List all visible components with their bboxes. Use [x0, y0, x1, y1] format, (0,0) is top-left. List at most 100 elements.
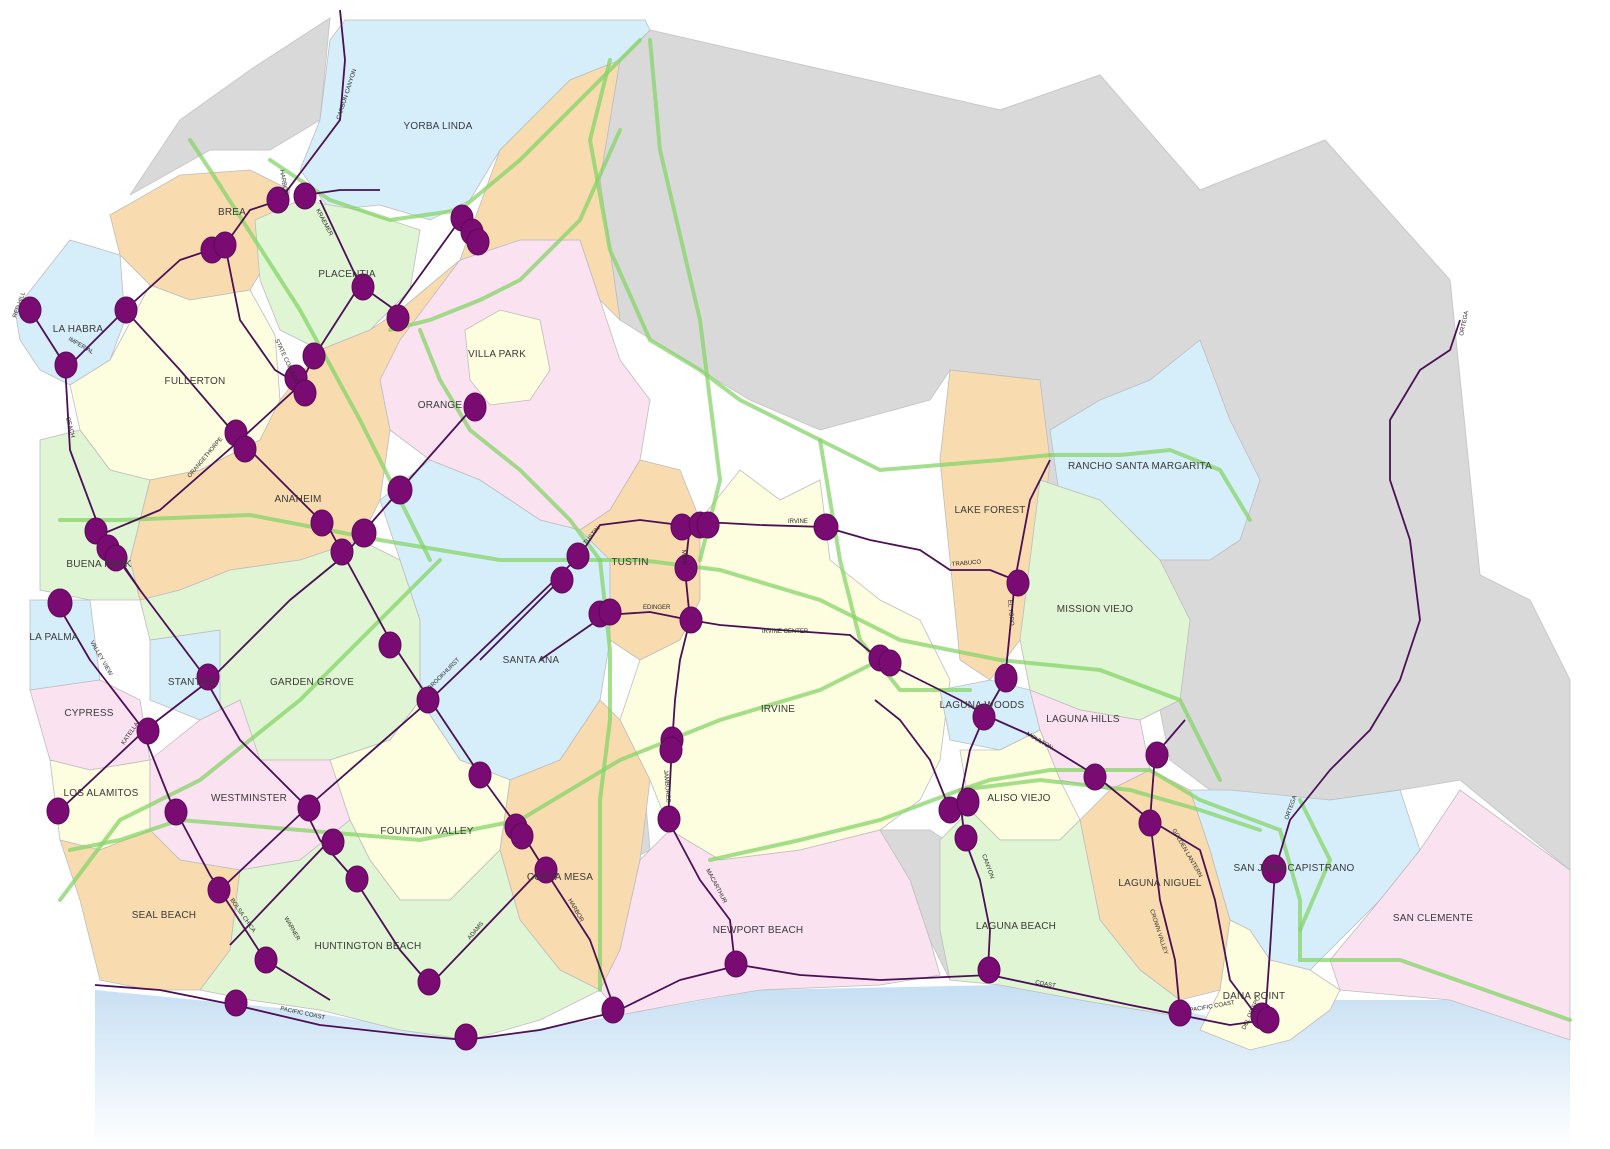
marker[interactable]	[1168, 999, 1192, 1027]
marker[interactable]	[136, 717, 160, 745]
city-label: ANAHEIM	[275, 494, 322, 505]
marker[interactable]	[293, 182, 317, 210]
dana-point-area	[1199, 919, 1341, 1051]
marker[interactable]	[233, 435, 257, 463]
marker[interactable]	[566, 542, 590, 570]
marker[interactable]	[104, 544, 128, 572]
city-label: LAGUNA WOODS	[940, 700, 1025, 711]
marker[interactable]	[1261, 854, 1287, 884]
marker[interactable]	[47, 588, 73, 618]
villa-park-area	[464, 309, 551, 406]
marker[interactable]	[114, 296, 138, 324]
marker[interactable]	[416, 686, 440, 714]
marker[interactable]	[598, 598, 622, 626]
marker[interactable]	[164, 798, 188, 826]
marker[interactable]	[1256, 1006, 1280, 1034]
marker[interactable]	[454, 1023, 478, 1051]
marker[interactable]	[659, 736, 683, 764]
marker[interactable]	[972, 703, 996, 731]
city-label: LAGUNA BEACH	[976, 921, 1056, 932]
markers[interactable]	[18, 182, 1287, 1051]
marker[interactable]	[213, 231, 237, 259]
marker[interactable]	[196, 663, 220, 691]
city-label: LA HABRA	[53, 324, 104, 335]
city-label: DANA POINT	[1223, 991, 1286, 1002]
road-label: BEACH	[64, 417, 75, 439]
marker[interactable]	[696, 511, 720, 539]
city-label: FOUNTAIN VALLEY	[380, 826, 473, 837]
marker[interactable]	[293, 379, 317, 407]
marker[interactable]	[657, 805, 681, 833]
marker[interactable]	[977, 956, 1001, 984]
marker[interactable]	[463, 392, 487, 422]
marker[interactable]	[18, 296, 42, 324]
city-label: HUNTINGTON BEACH	[315, 941, 422, 952]
marker[interactable]	[386, 304, 410, 332]
marker[interactable]	[956, 787, 980, 817]
marker[interactable]	[550, 566, 574, 594]
marker[interactable]	[387, 475, 413, 505]
marker[interactable]	[297, 794, 321, 822]
marker[interactable]	[878, 649, 902, 677]
marker[interactable]	[674, 554, 698, 582]
marker[interactable]	[207, 876, 231, 904]
city-label: LAKE FOREST	[954, 505, 1025, 516]
marker[interactable]	[254, 946, 278, 974]
marker[interactable]	[468, 761, 492, 789]
marker[interactable]	[813, 513, 839, 541]
city-label: COSTA MESA	[527, 872, 593, 883]
city-label: LOS ALAMITOS	[63, 788, 138, 799]
marker[interactable]	[601, 996, 625, 1024]
city-labels: YORBA LINDA BREA PLACENTIA LA HABRA FULL…	[29, 121, 1473, 1002]
marker[interactable]	[330, 538, 354, 566]
marker[interactable]	[1006, 569, 1030, 597]
city-label: ALISO VIEJO	[987, 793, 1050, 804]
freeways	[58, 38, 1572, 1022]
city-label: PLACENTIA	[318, 269, 376, 280]
marker[interactable]	[954, 824, 978, 852]
marker[interactable]	[417, 968, 441, 996]
marker[interactable]	[466, 228, 490, 256]
city-label: MISSION VIEJO	[1057, 604, 1134, 615]
city-label: IRVINE	[761, 704, 795, 715]
marker[interactable]	[534, 856, 558, 884]
road-label: TRABUCO	[952, 559, 982, 568]
marker[interactable]	[54, 351, 78, 379]
road-label: EDINGER	[643, 605, 671, 611]
marker[interactable]	[46, 797, 70, 825]
marker[interactable]	[321, 828, 345, 856]
city-label: CYPRESS	[64, 708, 113, 719]
road-label: IRVINE CENTER	[762, 629, 809, 635]
marker[interactable]	[1145, 741, 1169, 769]
road-label: COAST	[1035, 980, 1057, 990]
road-label: EL TORO	[1006, 600, 1014, 627]
marker[interactable]	[345, 865, 369, 893]
marker[interactable]	[724, 950, 748, 978]
marker[interactable]	[224, 989, 248, 1017]
marker[interactable]	[1083, 763, 1107, 791]
road-label: IRVINE	[788, 519, 808, 525]
marker[interactable]	[378, 631, 402, 659]
road-label: JAMBOREE	[662, 770, 671, 803]
marker[interactable]	[351, 273, 375, 301]
city-label: RANCHO SANTA MARGARITA	[1068, 461, 1212, 472]
marker[interactable]	[310, 509, 334, 537]
city-label: LA PALMA	[29, 632, 78, 643]
marker[interactable]	[1138, 809, 1162, 837]
city-label: SAN CLEMENTE	[1393, 913, 1473, 924]
city-label: ORANGE	[418, 400, 463, 411]
marker[interactable]	[510, 822, 534, 850]
marker[interactable]	[994, 663, 1018, 693]
city-label: TUSTIN	[611, 557, 648, 568]
city-label: LAGUNA NIGUEL	[1118, 878, 1201, 889]
marker[interactable]	[302, 342, 326, 370]
city-label: STANTON	[168, 677, 216, 688]
laguna-beach-area	[939, 809, 1181, 1016]
city-label: NEWPORT BEACH	[713, 925, 804, 936]
mission-viejo-area	[1019, 479, 1191, 721]
marker[interactable]	[266, 186, 290, 214]
marker[interactable]	[351, 518, 377, 548]
marker[interactable]	[679, 606, 703, 634]
